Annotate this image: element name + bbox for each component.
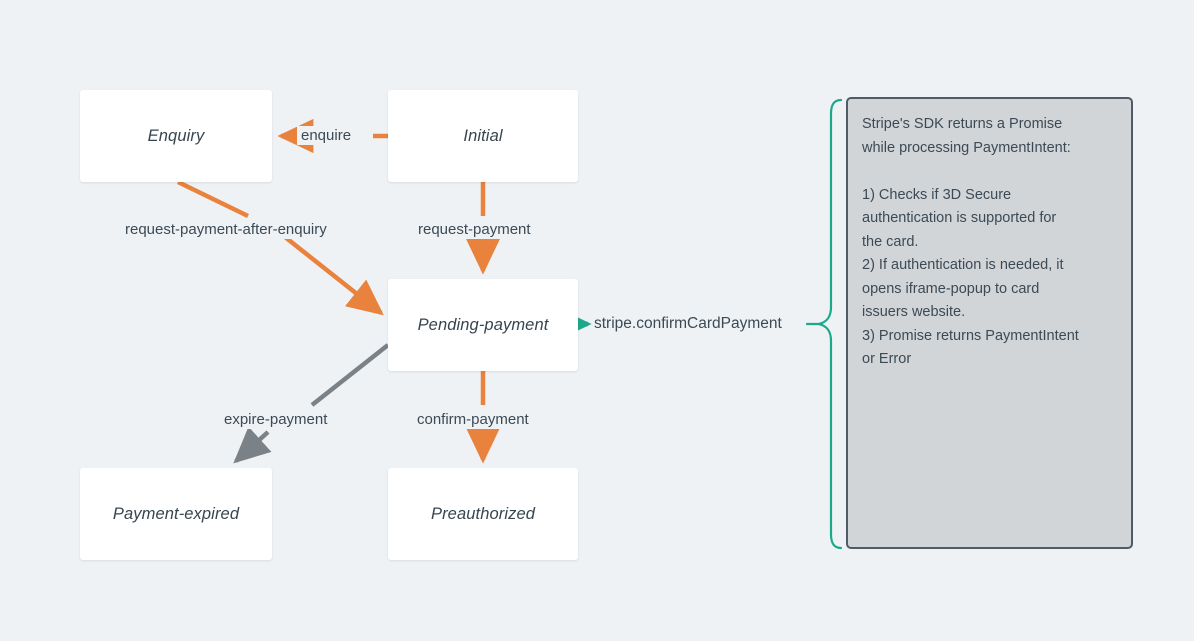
state-label-initial: Initial	[463, 126, 503, 145]
transition-label-request-payment: request-payment	[414, 220, 535, 239]
state-label-pending-payment: Pending-payment	[417, 315, 549, 334]
state-node-initial[interactable]: Initial	[388, 90, 578, 182]
state-node-preauthorized[interactable]: Preauthorized	[388, 468, 578, 560]
state-label-preauthorized: Preauthorized	[430, 504, 536, 523]
transition-request-payment-after-enquiry	[177, 179, 384, 316]
transition-label-enquire: enquire	[297, 126, 356, 145]
transition-label-expire-payment: expire-payment	[220, 410, 332, 429]
state-node-payment-expired[interactable]: Payment-expired	[80, 468, 272, 560]
transition-expire-payment	[233, 343, 390, 464]
transition-label-request-payment-after-enquiry: request-payment-after-enquiry	[121, 220, 331, 239]
callout-note-box	[846, 97, 1133, 549]
callout-label: stripe.confirmCardPayment	[594, 315, 782, 332]
state-label-payment-expired: Payment-expired	[112, 504, 240, 523]
callout-brace-icon	[805, 98, 843, 550]
state-label-enquiry: Enquiry	[147, 126, 205, 145]
state-node-enquiry[interactable]: Enquiry	[80, 90, 272, 182]
callout-note-text: Stripe's SDK returns a Promise while pro…	[862, 116, 1079, 367]
state-node-pending-payment[interactable]: Pending-payment	[388, 279, 578, 371]
transition-label-confirm-payment: confirm-payment	[413, 410, 533, 429]
